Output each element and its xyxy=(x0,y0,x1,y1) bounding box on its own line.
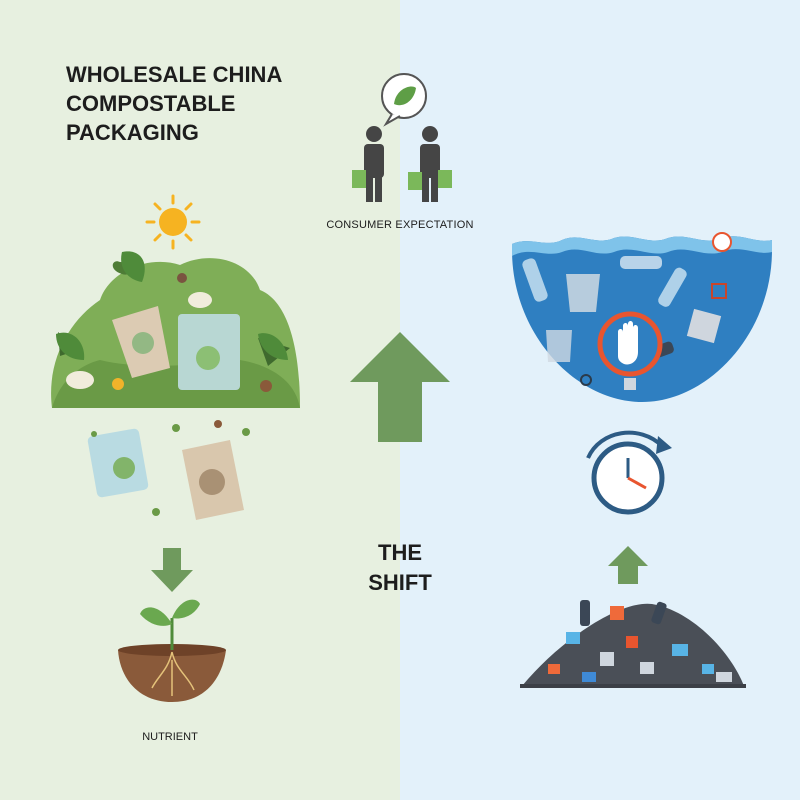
shopper-icon xyxy=(352,126,384,202)
leaf-speech-bubble-icon xyxy=(381,73,427,127)
nutrient-label: NUTRIENT xyxy=(142,731,198,743)
stop-hand-icon xyxy=(597,311,663,377)
shift-line-1: THE xyxy=(378,540,422,565)
page-title: WHOLESALE CHINA COMPOSTABLE PACKAGING xyxy=(66,60,326,147)
consumer-expectation-label: CONSUMER EXPECTATION xyxy=(326,219,474,231)
falling-packaging xyxy=(87,420,250,520)
shift-label: THE SHIFT xyxy=(340,538,460,598)
small-up-arrow-icon xyxy=(608,546,648,584)
consumer-icon-group xyxy=(352,73,452,202)
ocean-pollution-icon xyxy=(512,232,772,402)
shopper-icon xyxy=(408,126,452,202)
sprout-icon xyxy=(118,599,226,702)
title-line-1: WHOLESALE CHINA xyxy=(66,62,283,87)
clock-icon xyxy=(586,430,672,515)
compost-pile-icon xyxy=(51,251,300,408)
landfill-icon xyxy=(520,600,746,688)
sun-icon xyxy=(145,194,201,250)
title-line-3: PACKAGING xyxy=(66,120,199,145)
down-arrow-icon xyxy=(151,548,193,592)
title-line-2: COMPOSTABLE xyxy=(66,91,236,116)
big-up-arrow-icon xyxy=(350,332,450,442)
shift-line-2: SHIFT xyxy=(368,570,432,595)
